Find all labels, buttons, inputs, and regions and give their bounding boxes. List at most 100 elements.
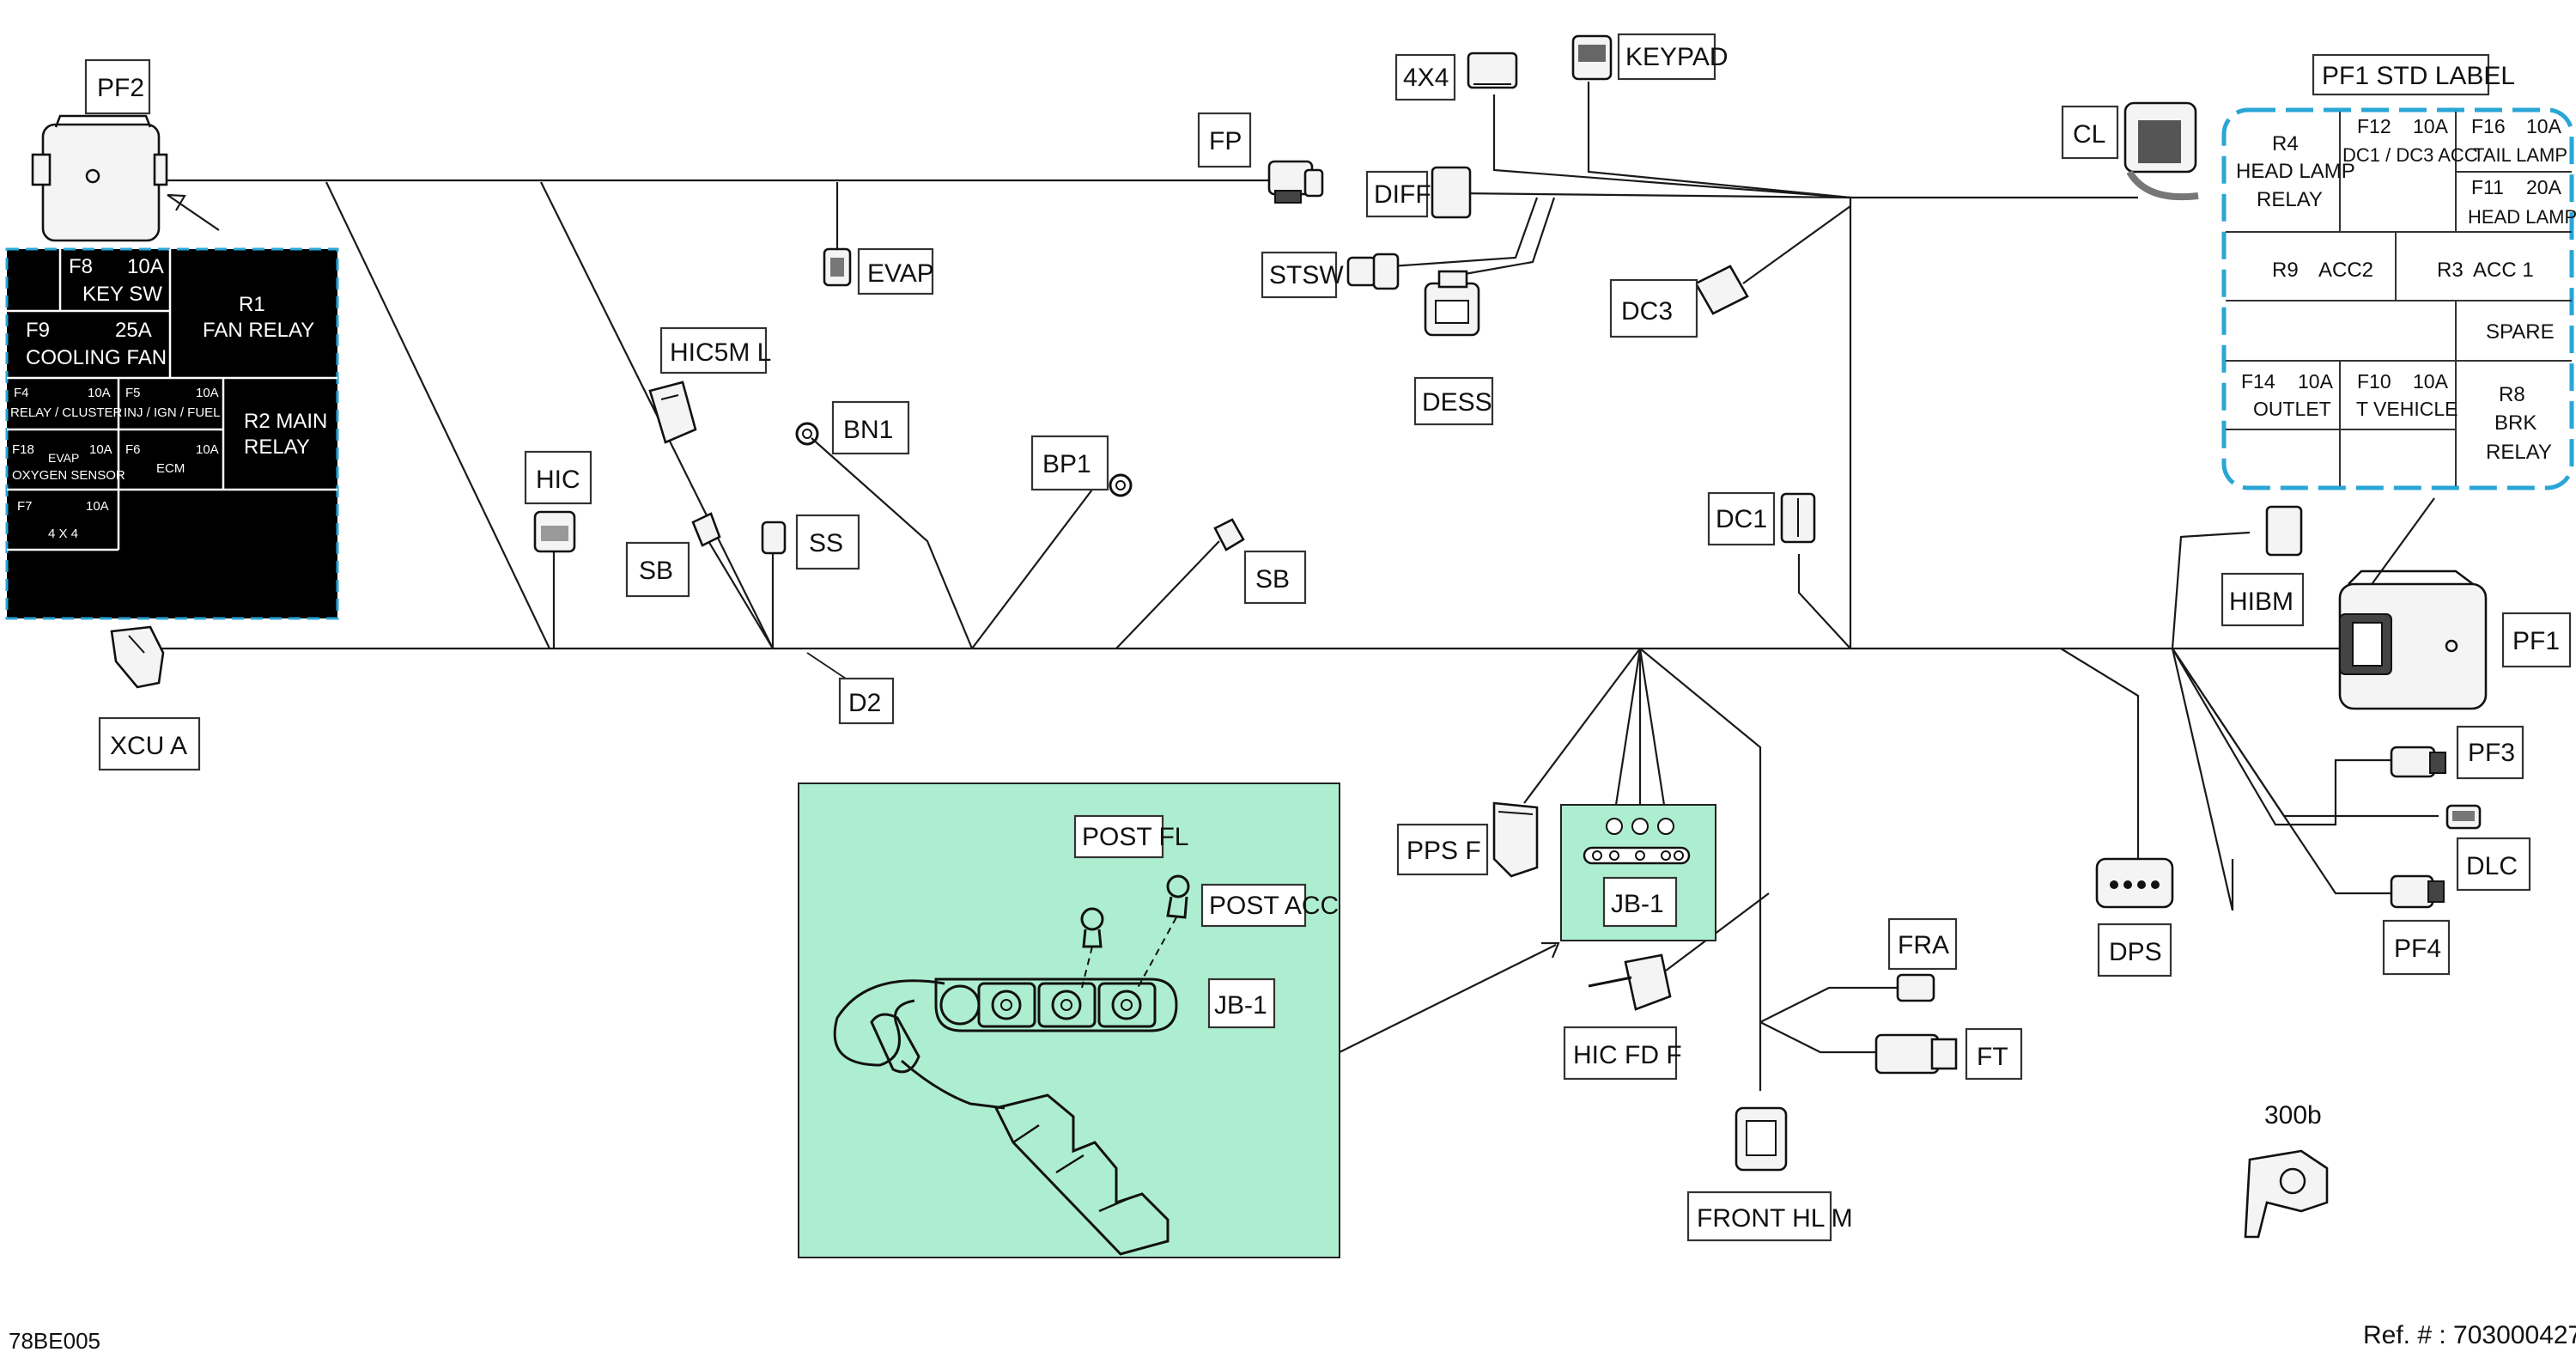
pf2-f4-name: RELAY / CLUSTER bbox=[10, 405, 122, 420]
fp-connector bbox=[1267, 160, 1324, 204]
svg-text:DIFF: DIFF bbox=[1374, 180, 1431, 209]
evap-connector bbox=[823, 247, 852, 287]
pf4-connector bbox=[2390, 874, 2445, 909]
sb-connector-left bbox=[691, 512, 721, 547]
connector-glyphs bbox=[31, 34, 2488, 1239]
svg-text:DESS: DESS bbox=[1422, 388, 1492, 417]
reference-number: Ref. # : 703000427 bbox=[2363, 1321, 2576, 1349]
pf2-housing bbox=[31, 114, 168, 242]
svg-text:KEYPAD: KEYPAD bbox=[1625, 43, 1728, 71]
svg-text:HIC FD F: HIC FD F bbox=[1573, 1041, 1682, 1069]
pf1-housing bbox=[2338, 569, 2488, 710]
svg-text:FP: FP bbox=[1209, 127, 1242, 155]
pf2-f4: F4 bbox=[14, 386, 29, 400]
bp1-ring bbox=[1109, 473, 1133, 497]
svg-text:FRA: FRA bbox=[1898, 931, 1949, 959]
svg-text:DC1: DC1 bbox=[1716, 505, 1767, 533]
label-keypad: KEYPAD bbox=[1617, 33, 1728, 81]
svg-text:4X4: 4X4 bbox=[1403, 64, 1449, 92]
svg-text:POST FL: POST FL bbox=[1082, 823, 1188, 851]
pf1-spare: SPARE bbox=[2486, 320, 2555, 344]
cl-connector bbox=[2123, 101, 2199, 201]
label-stsw: STSW bbox=[1261, 251, 1344, 299]
pf1-r3-name: ACC 1 bbox=[2473, 259, 2534, 282]
diff-connector bbox=[1431, 166, 1472, 219]
dc1-connector bbox=[1780, 492, 1816, 544]
fra-connector bbox=[1896, 973, 1935, 1002]
pf1-f11: F11 bbox=[2471, 176, 2504, 198]
keypad-connector bbox=[1571, 34, 1613, 81]
pf2-f6: F6 bbox=[125, 442, 141, 457]
pf2-f8-amp: 10A bbox=[127, 255, 164, 278]
label-hic5m-l: HIC5M L bbox=[659, 326, 771, 375]
svg-text:DLC: DLC bbox=[2466, 852, 2518, 880]
pf2-fuse-box: F8 10A KEY SW F9 25A COOLING FAN R1 FAN … bbox=[5, 247, 339, 620]
pf2-f18-amp: 10A bbox=[89, 442, 112, 457]
hibm-connector bbox=[2265, 505, 2303, 557]
pps-f-connector bbox=[1492, 801, 1539, 878]
label-pf4: PF4 bbox=[2382, 919, 2451, 976]
label-cl: CL bbox=[2061, 105, 2119, 160]
jb1-small-panel bbox=[1560, 804, 1716, 941]
pf1-f16: F16 bbox=[2471, 115, 2506, 137]
post-fl-terminal bbox=[1080, 907, 1104, 989]
dess-connector bbox=[1424, 270, 1480, 337]
svg-text:SS: SS bbox=[809, 529, 843, 557]
svg-text:HIC5M L: HIC5M L bbox=[670, 338, 771, 367]
svg-text:JB-1: JB-1 bbox=[1214, 991, 1267, 1020]
pf2-f7-name: 4 X 4 bbox=[48, 527, 78, 541]
ss-connector bbox=[761, 521, 787, 555]
label-hibm: HIBM bbox=[2221, 572, 2305, 627]
pf1-r9: R9 bbox=[2272, 259, 2299, 282]
pf1-f10: F10 bbox=[2357, 370, 2391, 393]
svg-text:BP1: BP1 bbox=[1042, 450, 1091, 478]
pf2-f4-amp: 10A bbox=[88, 386, 111, 400]
stsw-connector bbox=[1346, 253, 1400, 290]
svg-text:JB-1: JB-1 bbox=[1611, 890, 1664, 918]
pf2-r1: R1 bbox=[239, 293, 265, 316]
label-front-hl-m: FRONT HL M bbox=[1686, 1191, 1853, 1242]
pf2-f6-name: ECM bbox=[156, 461, 185, 476]
pf1-f14: F14 bbox=[2241, 370, 2275, 393]
svg-text:DPS: DPS bbox=[2109, 938, 2162, 966]
svg-text:PF3: PF3 bbox=[2468, 739, 2515, 767]
pf1-f12: F12 bbox=[2357, 115, 2391, 137]
svg-text:D2: D2 bbox=[848, 689, 881, 717]
pf1-f16-amp: 10A bbox=[2526, 115, 2562, 137]
svg-text:BN1: BN1 bbox=[843, 416, 893, 444]
label-fra: FRA bbox=[1887, 917, 1958, 971]
pf2-f18-sub: EVAP bbox=[48, 451, 79, 465]
pf1-f14-name: OUTLET bbox=[2253, 398, 2331, 420]
label-bp1: BP1 bbox=[1030, 435, 1109, 491]
pf1-r4-l2: RELAY bbox=[2257, 188, 2323, 211]
label-dc3: DC3 bbox=[1609, 278, 1698, 338]
pf1-f12-amp: 10A bbox=[2413, 115, 2449, 137]
pf1-r8-l2: RELAY bbox=[2486, 441, 2552, 464]
pf2-f18: F18 bbox=[12, 442, 34, 457]
label-sb-left: SB bbox=[625, 541, 690, 598]
pf2-f7: F7 bbox=[17, 499, 33, 514]
svg-text:PPS F: PPS F bbox=[1406, 837, 1481, 865]
svg-text:SB: SB bbox=[639, 557, 673, 585]
svg-text:HIC: HIC bbox=[536, 466, 580, 494]
svg-text:POST ACC: POST ACC bbox=[1209, 892, 1339, 920]
label-boxes: PF2 FP EVAP HIC5M L BN1 BP1 HIC SB SS SB… bbox=[84, 33, 2572, 1242]
pf2-f7-amp: 10A bbox=[86, 499, 109, 514]
label-pf2: PF2 bbox=[84, 58, 151, 115]
label-pps-f: PPS F bbox=[1396, 823, 1489, 876]
label-ss: SS bbox=[795, 514, 860, 570]
label-sb-right: SB bbox=[1243, 550, 1307, 605]
label-jb1-small: JB-1 bbox=[1602, 876, 1678, 928]
pf1-std-label-box: R4 HEAD LAMP RELAY F12 10A DC1 / DC3 ACC… bbox=[2221, 107, 2576, 490]
svg-text:PF4: PF4 bbox=[2394, 935, 2441, 963]
pf2-f6-amp: 10A bbox=[196, 442, 219, 457]
label-post-fl: POST FL bbox=[1073, 814, 1188, 859]
svg-text:STSW: STSW bbox=[1269, 261, 1344, 289]
label-pf1: PF1 bbox=[2501, 612, 2572, 668]
svg-text:DC3: DC3 bbox=[1621, 297, 1673, 326]
diagram-code: 78BE005 bbox=[9, 1328, 100, 1354]
pf1-r9-name: ACC2 bbox=[2318, 259, 2373, 282]
pf1-f11-amp: 20A bbox=[2526, 176, 2562, 198]
label-hic-fd-f: HIC FD F bbox=[1563, 1026, 1682, 1081]
